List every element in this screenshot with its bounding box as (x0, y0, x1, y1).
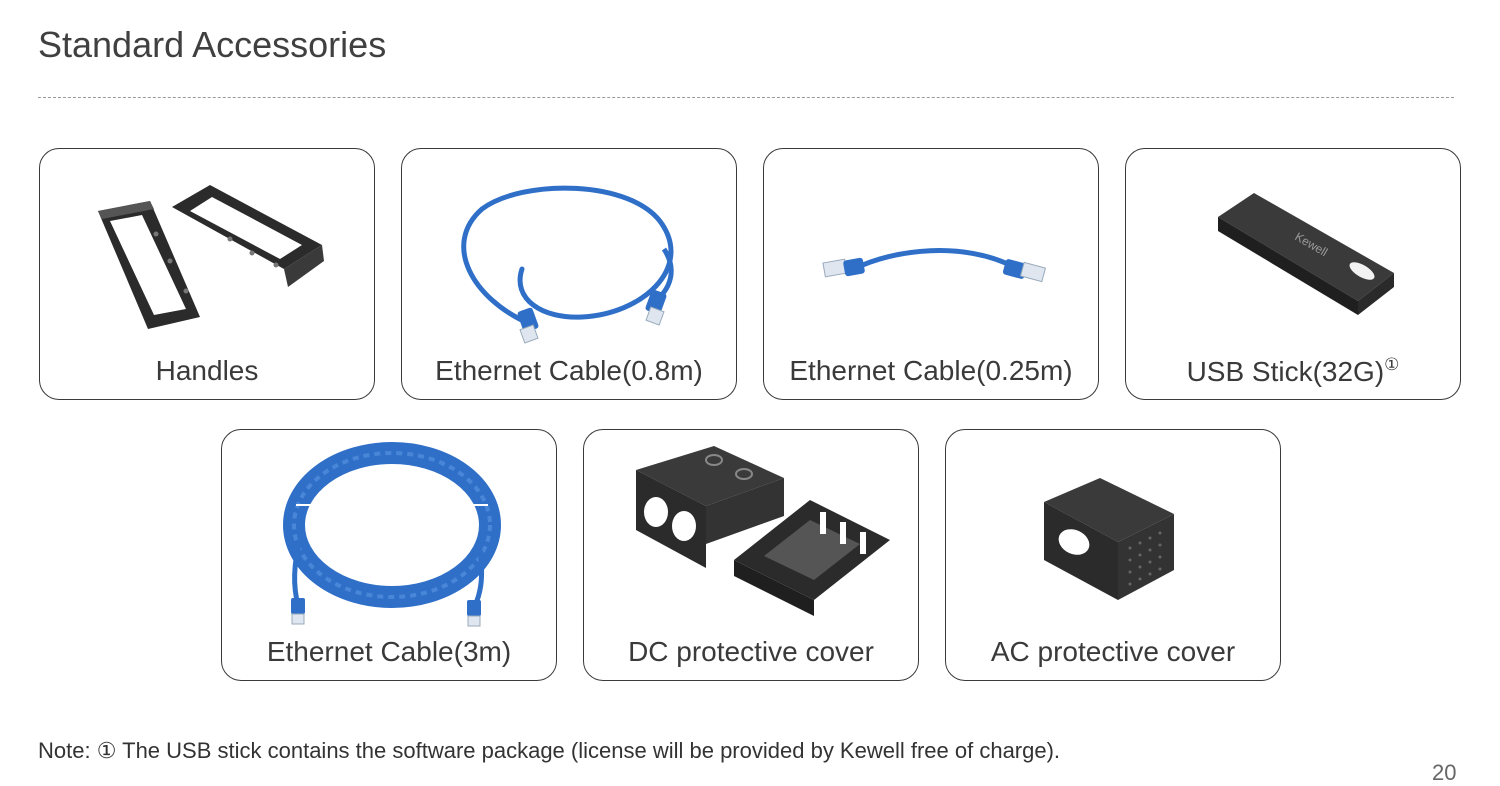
footnote: Note: ① The USB stick contains the softw… (38, 738, 1061, 763)
accessory-card-usb-stick: Kewell USB Stick(32G)① (1125, 148, 1461, 400)
accessory-label: Ethernet Cable(3m) (266, 636, 512, 667)
ethernet-cable-bundle-image (283, 442, 501, 627)
dc-protective-cover-image (636, 446, 890, 616)
accessory-card-ethernet-cable-0-8m: Ethernet Cable(0.8m) (401, 148, 737, 400)
accessory-label: USB Stick(32G)① (1186, 355, 1400, 387)
usb-stick-image: Kewell (1218, 193, 1394, 315)
ethernet-cable-coil-image (461, 185, 674, 344)
footnote-mark: ① (1384, 355, 1400, 374)
accessory-label: DC protective cover (628, 636, 874, 667)
accessory-card-ethernet-cable-0-25m: Ethernet Cable(0.25m) (763, 148, 1099, 400)
page-title: Standard Accessories (38, 24, 387, 65)
accessory-card-dc-protective-cover: DC protective cover (583, 429, 919, 681)
short-ethernet-cable-image (822, 248, 1047, 283)
accessory-label: Ethernet Cable(0.25m) (789, 355, 1073, 386)
accessory-card-ethernet-cable-3m: Ethernet Cable(3m) (221, 429, 557, 681)
title-divider (38, 97, 1454, 98)
handles-image (98, 185, 324, 329)
accessory-card-handles: Handles (39, 148, 375, 400)
accessory-label: AC protective cover (990, 636, 1236, 667)
accessory-card-ac-protective-cover: AC protective cover (945, 429, 1281, 681)
accessory-label: Ethernet Cable(0.8m) (435, 355, 703, 386)
accessory-label: Handles (155, 355, 259, 386)
page-number: 20 (1432, 760, 1457, 785)
ac-protective-cover-image (1044, 478, 1174, 600)
